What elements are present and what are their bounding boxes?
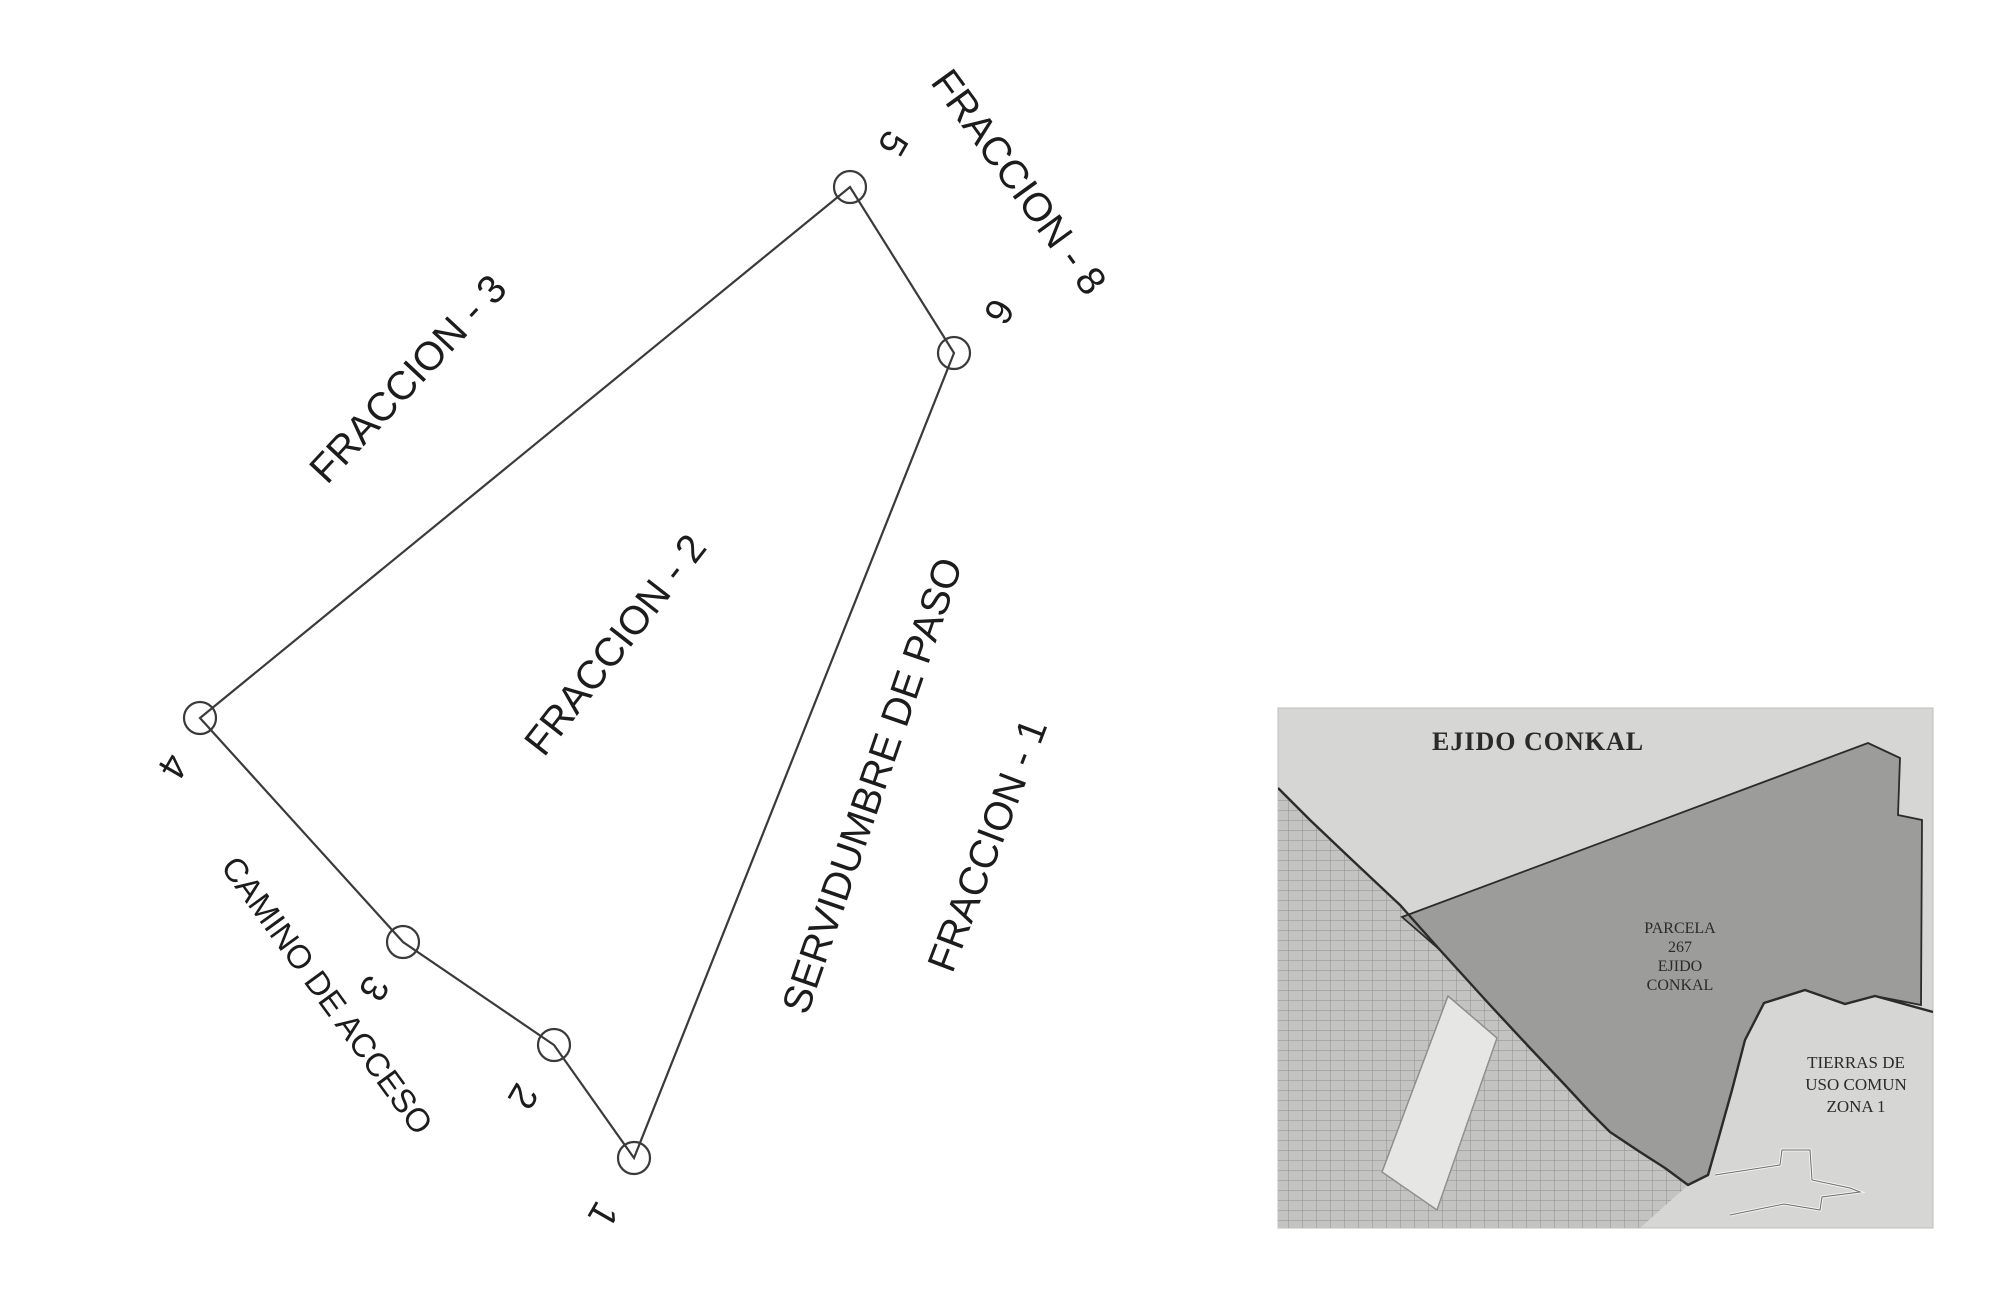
vertex-markers (182, 169, 972, 1176)
label-camino-de-acceso: CAMINO DE ACCESO (214, 849, 440, 1141)
parcel-label-line-3: EJIDO (1658, 958, 1702, 975)
urban-grid-area (1278, 790, 1688, 1228)
parcel-label-line-1: PARCELA (1644, 920, 1716, 937)
vertex-label-1: 1 (579, 1194, 626, 1233)
vertex-marker-5 (832, 169, 868, 205)
common-land-line-3: ZONA 1 (1826, 1097, 1885, 1116)
vertex-label-6: 6 (975, 291, 1022, 330)
inset-title-ejido-conkal: EJIDO CONKAL (1432, 727, 1644, 756)
vertex-marker-4 (182, 700, 218, 736)
vertex-label-5: 5 (869, 123, 916, 162)
vertex-marker-3 (385, 924, 421, 960)
access-road-edge (1714, 1149, 1862, 1216)
label-fraccion-8: FRACCION - 8 (922, 62, 1114, 304)
ejido-boundary-line (1278, 787, 1933, 1187)
vertex-marker-1 (616, 1140, 652, 1176)
survey-plan: 1 2 3 4 5 6 FRACCION - 3 FRACCION - 8 FR… (149, 62, 1115, 1234)
common-land-line-1: TIERRAS DE (1807, 1053, 1905, 1072)
vertex-marker-2 (536, 1027, 572, 1063)
common-land-line-2: USO COMUN (1805, 1075, 1907, 1094)
open-lot (1381, 994, 1498, 1212)
parcel-label-line-4: CONKAL (1647, 977, 1714, 994)
vertex-label-2: 2 (499, 1076, 546, 1115)
label-fraccion-2: FRACCION - 2 (516, 526, 715, 763)
parcel-label-line-2: 267 (1668, 939, 1692, 956)
common-land-label: TIERRAS DE USO COMUN ZONA 1 (1805, 1053, 1907, 1116)
parcel-267-label: PARCELA 267 EJIDO CONKAL (1644, 920, 1716, 994)
fraction-labels: FRACCION - 3 FRACCION - 8 FRACCION - 2 F… (214, 62, 1114, 1142)
location-inset: EJIDO CONKAL PARCELA 267 EJIDO CONKAL TI… (1277, 707, 1934, 1229)
vertex-label-4: 4 (149, 746, 196, 785)
label-fraccion-1: FRACCION - 1 (920, 713, 1057, 978)
label-fraccion-3: FRACCION - 3 (301, 267, 515, 492)
vertex-marker-6 (936, 335, 972, 371)
parcel-boundary (198, 185, 956, 1161)
vertex-label-3: 3 (350, 968, 397, 1007)
